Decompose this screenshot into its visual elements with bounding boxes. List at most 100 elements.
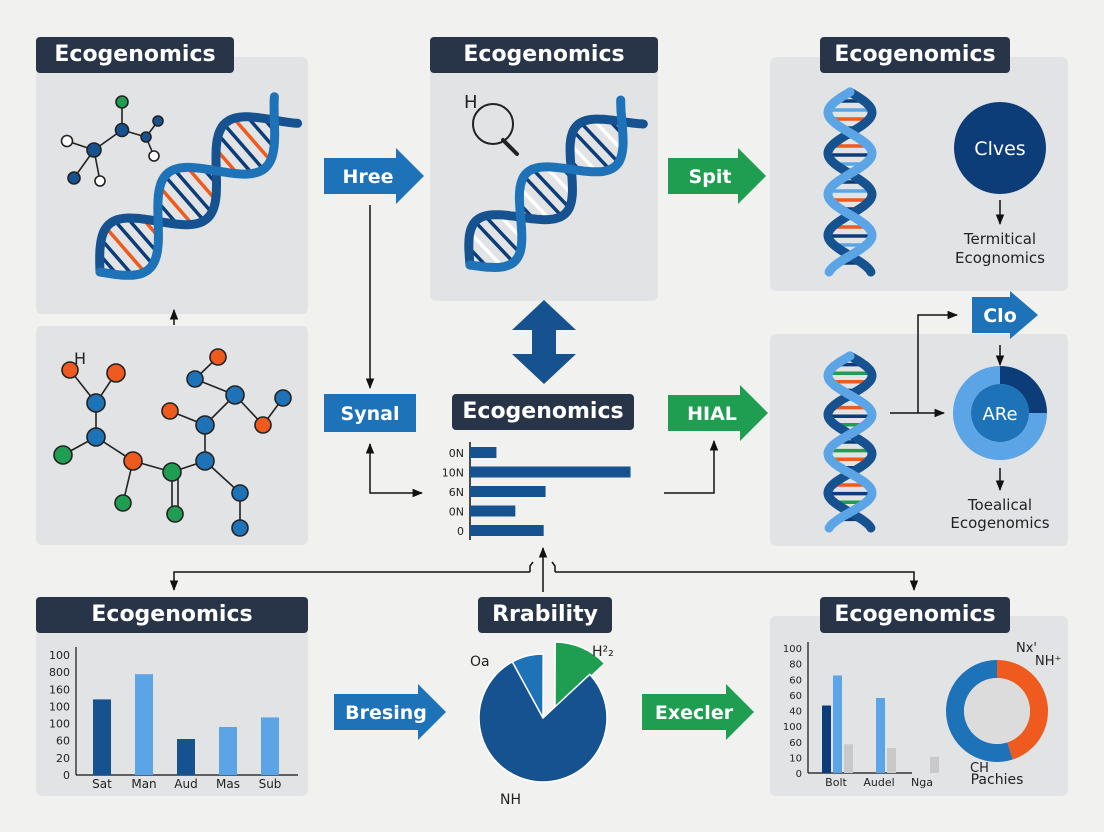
br-bar bbox=[887, 748, 896, 773]
hbar-bar bbox=[470, 466, 631, 478]
dna-strand bbox=[823, 351, 877, 533]
arrow-hial-label: HIAL bbox=[687, 403, 737, 425]
dna-strand bbox=[465, 95, 628, 273]
dna-rung bbox=[522, 174, 564, 218]
donut-label: Nx' bbox=[1016, 641, 1037, 656]
arrow-hree-shape bbox=[324, 148, 424, 204]
dna-rung bbox=[232, 117, 272, 162]
br-bar bbox=[876, 698, 885, 773]
are-donut-center bbox=[971, 384, 1029, 442]
title-top-right: Ecogenomics bbox=[820, 37, 1010, 73]
donut-label: NH⁺ bbox=[1035, 654, 1061, 669]
bl-x-tick-label: Man bbox=[131, 777, 156, 791]
dna-helix-vertical-icon bbox=[823, 351, 877, 533]
clves-circle bbox=[954, 102, 1046, 194]
dna-rung bbox=[571, 129, 612, 171]
pie-label: Oa bbox=[470, 654, 490, 670]
br-y-tick-label: 60 bbox=[789, 675, 802, 686]
top-right-caption-line1: Termitical bbox=[963, 230, 1036, 248]
dna-rung bbox=[518, 186, 551, 221]
bl-bar bbox=[219, 727, 237, 775]
br-y-tick-label: 100 bbox=[783, 722, 802, 733]
svg-text:H: H bbox=[464, 92, 478, 113]
arrow-execler-shape bbox=[642, 684, 754, 740]
hbar-tick-label: 10N bbox=[442, 467, 464, 480]
dna-rung bbox=[483, 214, 522, 255]
hbar-bar bbox=[470, 505, 516, 517]
bl-y-tick-label: 60 bbox=[56, 735, 70, 748]
arrow-clo-label: Clo bbox=[983, 305, 1017, 327]
dna-helix-icon bbox=[95, 92, 303, 280]
bl-x-tick-label: Mas bbox=[216, 777, 240, 791]
bl-y-tick-label: 800 bbox=[49, 666, 70, 679]
br-bar bbox=[844, 744, 853, 773]
horizontal-bar-chart: 0N 10N 6N 0N 0 bbox=[442, 442, 631, 540]
dna-helix-vertical-icon bbox=[823, 87, 877, 277]
dna-strand bbox=[823, 87, 877, 277]
bl-x-tick-label: Sub bbox=[259, 777, 282, 791]
hbar-tick-label: 0 bbox=[457, 525, 464, 538]
connector-lines bbox=[169, 205, 1005, 592]
dna-rung bbox=[579, 121, 620, 164]
dna-helix-icon bbox=[464, 95, 648, 273]
bl-bar bbox=[93, 699, 111, 775]
br-x-tick-label: Audel bbox=[863, 776, 894, 789]
mid-left-molecule-label: H bbox=[74, 349, 86, 368]
dna-rung bbox=[126, 216, 159, 254]
dna-rung bbox=[158, 185, 194, 226]
molecule-large-icon bbox=[53, 348, 292, 537]
dna-rung bbox=[531, 167, 571, 210]
pie-slice bbox=[478, 660, 608, 783]
bl-y-tick-label: 100 bbox=[49, 700, 70, 713]
arrow-bresing-shape bbox=[334, 684, 446, 740]
br-y-tick-label: 60 bbox=[789, 738, 802, 749]
donut-segment bbox=[946, 660, 1013, 763]
mid-right-caption-line2: Ecogenomics bbox=[950, 514, 1049, 532]
are-label: ARe bbox=[982, 404, 1017, 425]
arrow-hial-shape bbox=[668, 385, 768, 441]
hbar-tick-label: 0N bbox=[449, 506, 464, 519]
bl-x-tick-label: Aud bbox=[174, 777, 197, 791]
double-arrow-icon bbox=[512, 300, 576, 384]
bl-y-tick-label: 160 bbox=[49, 683, 70, 696]
hbar-tick-label: 0N bbox=[449, 447, 464, 460]
br-y-tick-label: 100 bbox=[783, 644, 802, 655]
pie-slice bbox=[554, 641, 606, 712]
arrow-spit-label: Spit bbox=[689, 166, 732, 188]
br-y-tick-label: 10 bbox=[789, 753, 802, 764]
synal-box bbox=[324, 394, 416, 432]
br-y-tick-label: 0 bbox=[796, 769, 802, 780]
hbar-bar bbox=[470, 525, 544, 536]
bl-y-tick-label: 20 bbox=[56, 752, 70, 765]
hbar-bar bbox=[470, 447, 497, 458]
top-left-molecule-label: H bbox=[64, 107, 65, 109]
arrow-spit-shape bbox=[668, 148, 766, 204]
are-donut-segment bbox=[1000, 366, 1047, 413]
title-top-center: Ecogenomics bbox=[430, 37, 658, 73]
br-y-tick-label: 80 bbox=[789, 660, 802, 671]
pie-label: NH bbox=[500, 792, 521, 808]
dna-rung bbox=[186, 166, 217, 202]
title-top-left: Ecogenomics bbox=[36, 37, 234, 73]
br-y-tick-label: 60 bbox=[789, 691, 802, 702]
title-bottom-center: Rrability bbox=[478, 597, 612, 633]
br-bar bbox=[833, 675, 842, 773]
br-bar bbox=[930, 756, 939, 773]
bl-y-tick-label: 0 bbox=[63, 769, 70, 782]
arrow-hree-label: Hree bbox=[342, 166, 393, 188]
br-bar bbox=[822, 705, 831, 773]
dna-rung bbox=[591, 118, 624, 152]
clves-label: Clves bbox=[974, 138, 1025, 160]
donut-label: Pachies bbox=[971, 772, 1024, 788]
mid-right-caption-line1: Toealical bbox=[967, 496, 1032, 514]
arrow-execler-label: Execler bbox=[655, 702, 734, 724]
dna-strand bbox=[95, 112, 303, 277]
hbar-bar bbox=[470, 486, 546, 497]
donut-segment bbox=[997, 660, 1049, 760]
br-x-tick-label: Bolt bbox=[825, 776, 847, 789]
dna-rung bbox=[468, 231, 504, 269]
hbar-tick-label: 6N bbox=[449, 486, 464, 499]
